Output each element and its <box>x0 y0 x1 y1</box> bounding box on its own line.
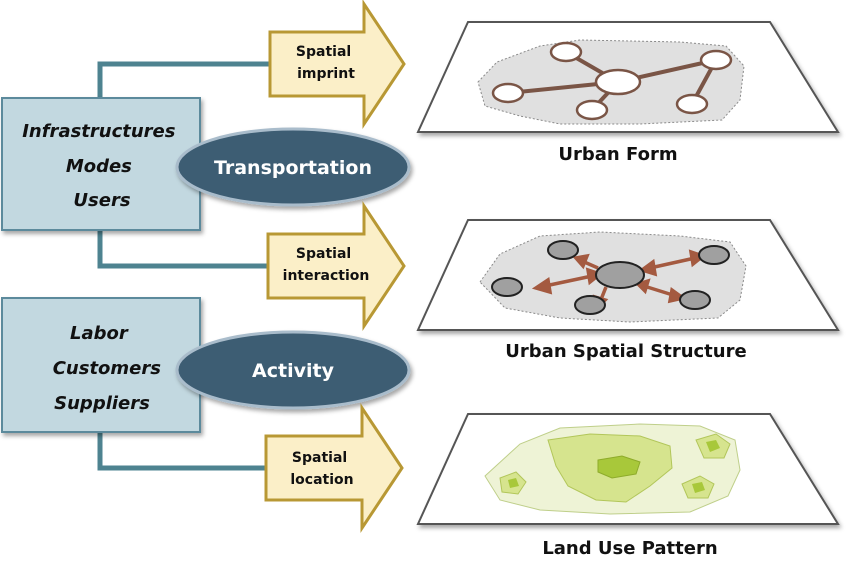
panel-caption: Urban Spatial Structure <box>505 341 746 362</box>
node-central <box>594 68 642 96</box>
connector-lines <box>97 61 272 471</box>
node-central <box>595 261 645 289</box>
svg-text:Spatial location: Spatial location <box>290 450 353 488</box>
activity-nodes <box>491 240 730 315</box>
node <box>574 295 606 315</box>
arrow-label: Spatial <box>296 44 351 60</box>
box-line: Users <box>73 190 130 211</box>
panel-caption: Urban Form <box>558 144 677 165</box>
panel-land-use-pattern: Land Use Pattern <box>416 413 840 559</box>
node <box>549 41 583 63</box>
panel-caption: Land Use Pattern <box>542 538 717 559</box>
oval-label: Activity <box>252 360 335 382</box>
arrow-shape <box>264 403 404 533</box>
left-box-infrastructure: Infrastructures Modes Users <box>1 97 201 231</box>
node <box>699 49 733 71</box>
oval-transportation: Transportation <box>175 127 411 207</box>
node <box>547 240 579 260</box>
left-box-labor: Labor Customers Suppliers <box>1 297 201 433</box>
node <box>491 82 525 104</box>
box-line: Suppliers <box>54 393 150 414</box>
arrow-shape <box>268 0 406 129</box>
node <box>491 277 523 297</box>
oval-label: Transportation <box>214 157 372 179</box>
box-line: Customers <box>53 358 162 379</box>
arrow-label: Spatial <box>296 246 351 262</box>
arrow-label: Spatial <box>292 450 347 466</box>
oval-activity: Activity <box>175 330 411 410</box>
panel-urban-spatial-structure: Urban Spatial Structure <box>416 219 840 362</box>
network-nodes <box>491 41 733 121</box>
arrow-shape <box>266 201 406 331</box>
node <box>575 99 609 121</box>
box-line: Infrastructures <box>22 121 176 142</box>
arrow-label: location <box>290 472 353 488</box>
arrow-spatial-location: Spatial location <box>264 403 404 533</box>
box-line: Modes <box>66 156 132 177</box>
box-line: Labor <box>70 323 129 344</box>
box-shape <box>1 297 201 433</box>
arrow-label: interaction <box>283 268 370 284</box>
landuse-patch-core <box>692 482 705 493</box>
svg-text:Infrastructures Modes: Infrastructures Modes Users <box>22 121 182 211</box>
box-shape <box>1 97 201 231</box>
arrow-label: imprint <box>297 66 355 82</box>
oval-shape <box>175 127 411 207</box>
svg-text:Labor Customers Su: Labor Customers Suppliers <box>53 323 168 414</box>
node <box>698 245 730 265</box>
landuse-inner-zone <box>597 455 641 479</box>
connector-location <box>97 432 270 471</box>
connector-imprint <box>97 61 272 100</box>
svg-text:Spatial imprint: Spatial imprint <box>296 44 356 82</box>
landuse-patch-core <box>508 478 519 488</box>
arrow-spatial-imprint: Spatial imprint <box>268 0 406 129</box>
panel-urban-form: Urban Form <box>416 21 840 165</box>
svg-text:Spatial interaction: Spatial interaction <box>283 246 370 284</box>
landuse-patch-core <box>706 440 720 452</box>
node <box>675 93 709 115</box>
oval-shape <box>175 330 411 410</box>
connector-interaction <box>97 230 270 269</box>
arrow-spatial-interaction: Spatial interaction <box>266 201 406 331</box>
node <box>679 290 711 310</box>
